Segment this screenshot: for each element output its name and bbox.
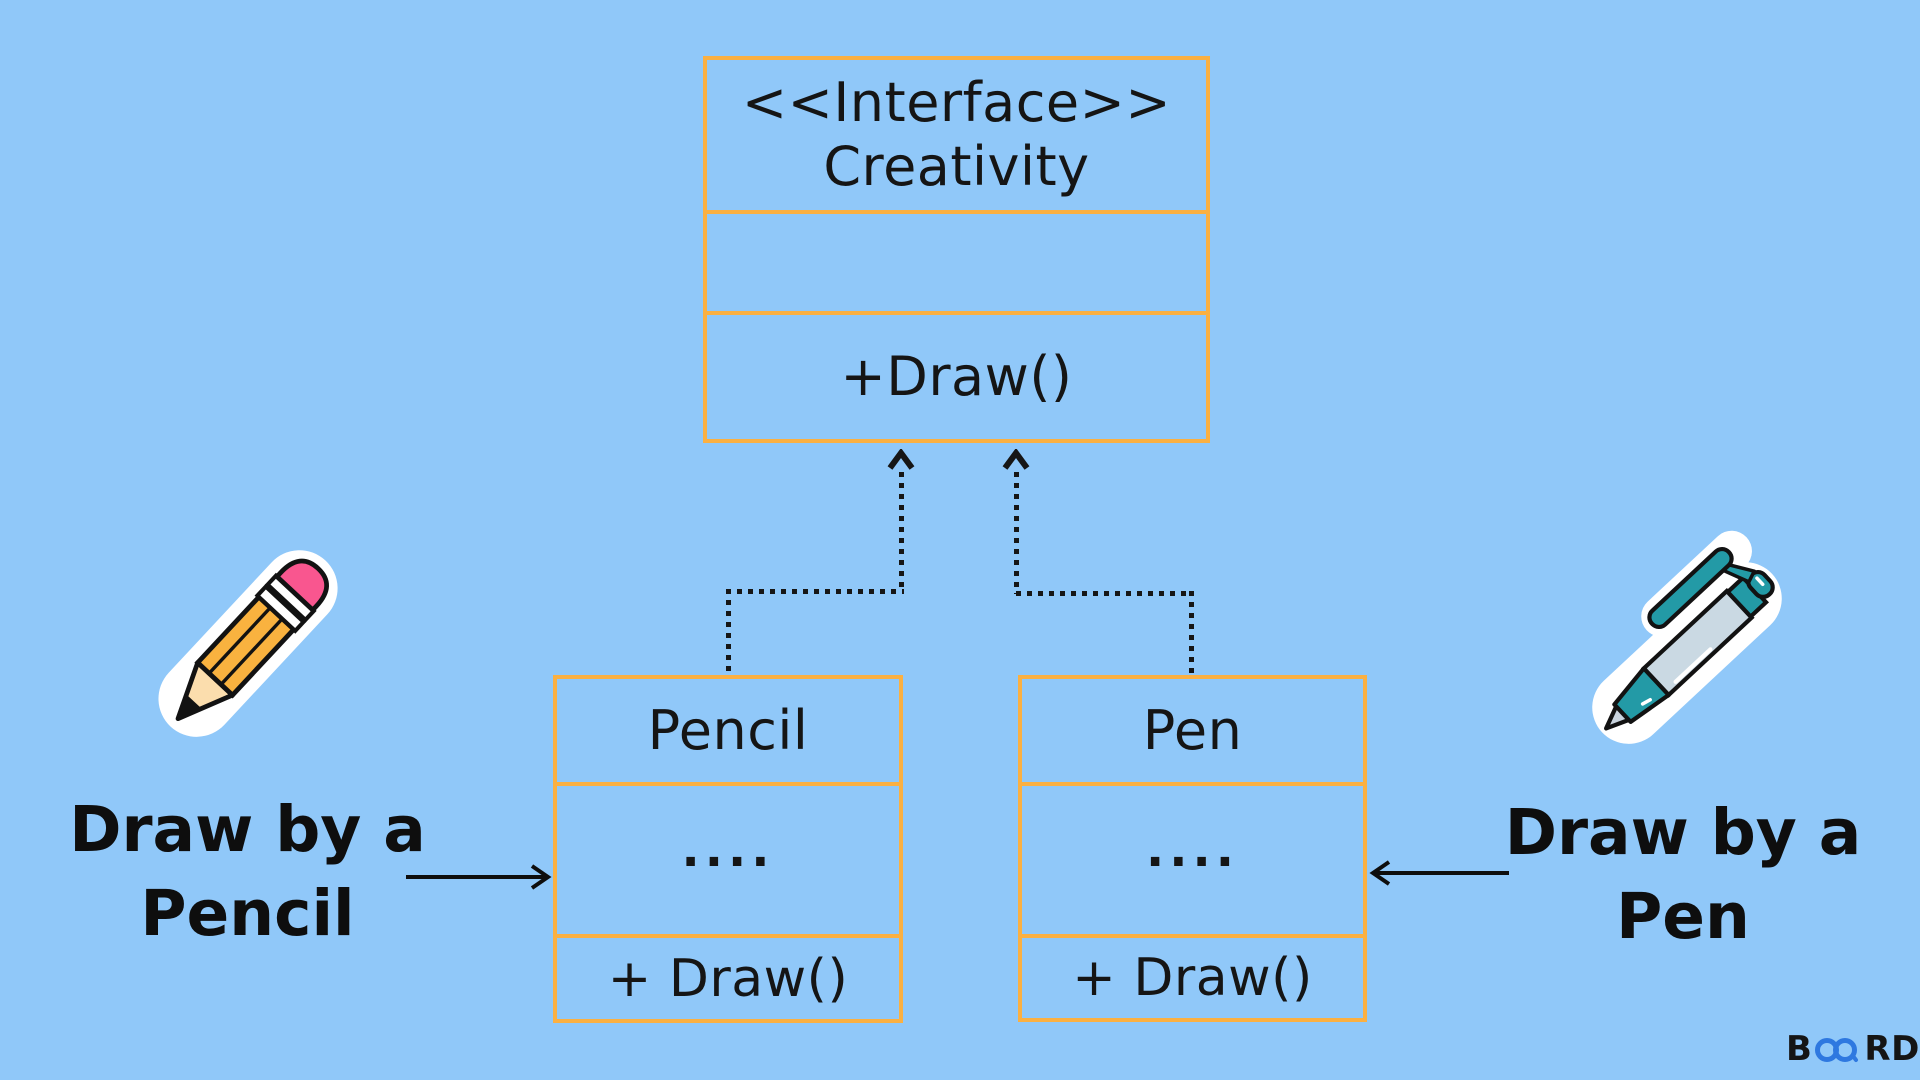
pen-class-name: Pen [1142,698,1243,762]
interface-title-compartment: <<Interface>> Creativity [707,60,1206,210]
interface-class-box: <<Interface>> Creativity +Draw() [703,56,1210,443]
pen-methods-compartment: + Draw() [1022,934,1363,1018]
dotted-line-horizontal [726,589,904,594]
interface-attributes-compartment [707,210,1206,311]
dotted-line-vertical [1189,591,1194,677]
arrow-to-pen-icon [1369,860,1509,886]
dotted-line-horizontal [1016,591,1194,596]
pen-class-attributes: .... [1146,822,1239,878]
interface-stereotype: <<Interface>> [741,71,1172,134]
pencil-methods-compartment: + Draw() [557,934,899,1019]
pencil-class-name: Pencil [647,698,809,762]
pencil-attributes-compartment: .... [557,782,899,934]
logo-letter-b: B [1786,1029,1813,1069]
dotted-line-vertical [899,472,904,592]
board-logo: B RD [1786,1029,1920,1069]
caption-pencil-line1: Draw by a [69,793,426,866]
arrowhead-up-icon [887,449,915,470]
arrow-to-pencil-icon [406,864,552,890]
dotted-line-vertical [1014,472,1019,594]
interface-methods-compartment: +Draw() [707,311,1206,439]
pen-class-box: Pen .... + Draw() [1018,675,1367,1022]
pen-sticker-icon [1592,530,1782,744]
pen-class-method: + Draw() [1072,948,1313,1008]
caption-pencil-line2: Pencil [140,877,355,950]
interface-method: +Draw() [840,345,1073,408]
dotted-line-vertical [726,589,731,677]
pen-title-compartment: Pen [1022,679,1363,782]
interface-name: Creativity [823,135,1090,198]
logo-linked-rings-icon [1815,1038,1859,1062]
caption-pen: Draw by a Pen [1488,791,1878,959]
logo-letters-rd: RD [1864,1029,1920,1069]
caption-pen-line1: Draw by a [1504,796,1862,869]
caption-pen-line2: Pen [1616,880,1750,953]
pencil-class-method: + Draw() [607,948,849,1009]
pen-attributes-compartment: .... [1022,782,1363,934]
pencil-class-attributes: .... [681,822,775,878]
pencil-title-compartment: Pencil [557,679,899,782]
arrowhead-up-icon [1002,449,1030,470]
caption-pencil: Draw by a Pencil [50,788,445,956]
pencil-sticker-icon [158,550,338,737]
pencil-class-box: Pencil .... + Draw() [553,675,903,1023]
